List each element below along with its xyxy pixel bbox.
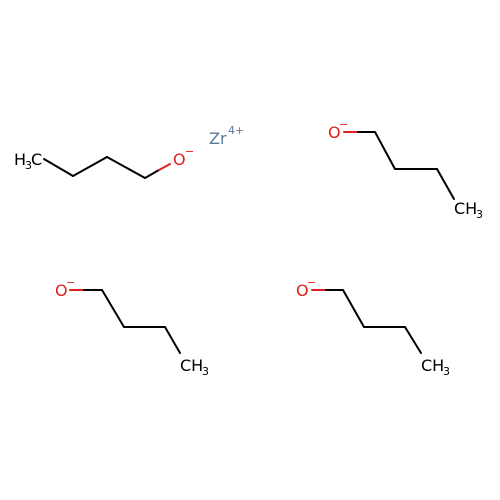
methyl-c: C bbox=[31, 150, 42, 169]
methyl-subscript: 3 bbox=[25, 159, 32, 172]
bond-c1-c2 bbox=[43, 158, 74, 177]
oxygen-charge: − bbox=[339, 118, 348, 131]
methyl-ch: CH bbox=[454, 199, 477, 218]
oxygen-symbol: O bbox=[296, 281, 309, 300]
butoxide-bottom-left: O − CH 3 bbox=[55, 276, 209, 378]
bond-c3-c4 bbox=[106, 156, 146, 179]
butoxide-bottom-right: O − CH 3 bbox=[296, 276, 450, 378]
bond-c1-c2 bbox=[101, 289, 125, 328]
oxygen-symbol: O bbox=[55, 281, 68, 300]
butoxide-top-right: O − CH 3 bbox=[328, 118, 483, 221]
bond-c1-c2 bbox=[342, 289, 365, 328]
zirconium-charge: 4+ bbox=[228, 124, 244, 137]
methyl-h: H bbox=[14, 150, 26, 169]
methyl-ch: CH bbox=[180, 356, 203, 375]
bond-c1-c2 bbox=[374, 131, 396, 170]
oxygen-charge: − bbox=[307, 276, 316, 289]
oxygen-charge: − bbox=[185, 145, 194, 158]
oxygen-symbol: O bbox=[328, 123, 341, 142]
zirconium-symbol: Zr bbox=[209, 129, 227, 148]
bond-c3-c4 bbox=[436, 168, 455, 200]
oxygen-charge: − bbox=[66, 276, 75, 289]
methyl-ch: CH bbox=[421, 356, 444, 375]
zirconium-ion: Zr 4+ bbox=[209, 124, 244, 148]
bond-c4-o bbox=[144, 169, 160, 179]
bond-c4-o-red bbox=[158, 163, 171, 171]
methyl-subscript: 3 bbox=[443, 365, 450, 378]
bond-c2-c3 bbox=[72, 156, 108, 177]
methyl-subscript: 3 bbox=[202, 365, 209, 378]
butoxide-top-left: H 3 C O − bbox=[14, 145, 194, 179]
bond-c3-c4 bbox=[404, 326, 422, 354]
oxygen-symbol: O bbox=[173, 150, 186, 169]
bond-c3-c4 bbox=[164, 326, 181, 354]
methyl-subscript: 3 bbox=[476, 208, 483, 221]
